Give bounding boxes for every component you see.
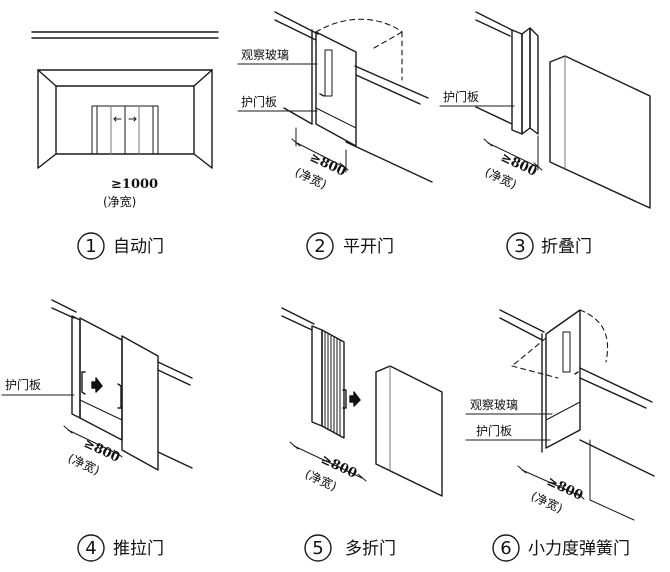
callout-kick-plate: 护门板 (5, 377, 41, 392)
sliding-door-drawing (1, 299, 193, 471)
callout-glass-window: 观察玻璃 (241, 48, 289, 62)
folding-door-drawing (439, 11, 651, 209)
caption-number-circle (77, 232, 105, 260)
multi-fold-door-drawing (281, 307, 443, 497)
caption-number: 2 (314, 236, 325, 257)
callout-kick-plate: 护门板 (241, 94, 277, 109)
caption-title: 平开门 (343, 237, 394, 257)
panel-automatic-door: ≥1000 (净宽) 1 自动门 (31, 31, 219, 260)
caption-number-circle (506, 232, 534, 260)
panel-swing-door: 观察玻璃 护门板 ≥800 (净宽) 2 平开门 (237, 11, 433, 260)
callout-kick-plate: 护门板 (476, 423, 512, 438)
panel-spring-door: 观察玻璃 护门板 ≥800 (净宽) 6 小力度弹簧门 (465, 309, 655, 562)
caption-number: 6 (500, 538, 511, 559)
caption-multi-fold-door: 5 多折门 (304, 534, 396, 562)
caption-sliding-door: 4 推拉门 (77, 534, 164, 562)
caption-number: 5 (312, 538, 323, 559)
callout-glass-window: 观察玻璃 (470, 398, 518, 412)
automatic-door-drawing (31, 31, 219, 169)
caption-number: 4 (85, 538, 96, 559)
caption-number: 3 (514, 236, 525, 257)
caption-title: 折叠门 (541, 237, 592, 257)
caption-swing-door: 2 平开门 (306, 232, 394, 260)
caption-number: 1 (85, 236, 96, 257)
panel-folding-door: 护门板 ≥800 (净宽) 3 折叠门 (439, 11, 651, 260)
spring-door-drawing (465, 309, 655, 521)
caption-title: 小力度弹簧门 (528, 539, 630, 559)
panel-sliding-door: 护门板 ≥800 (净宽) 4 推拉门 (1, 299, 193, 562)
panel-multi-fold-door: ≥800 (净宽) 5 多折门 (281, 307, 443, 562)
swing-door-drawing (237, 11, 433, 183)
callout-kick-plate: 护门板 (443, 89, 479, 104)
caption-title: 自动门 (113, 237, 164, 257)
caption-spring-door: 6 小力度弹簧门 (492, 534, 630, 562)
caption-automatic-door: 1 自动门 (77, 232, 164, 260)
caption-number-circle (492, 534, 520, 562)
caption-number-circle (77, 534, 105, 562)
caption-title: 多折门 (345, 539, 396, 559)
dimension-clear-width: (净宽) (103, 194, 136, 209)
dimension-min-width: ≥1000 (111, 177, 158, 192)
caption-folding-door: 3 折叠门 (506, 232, 592, 260)
caption-number-circle (304, 534, 332, 562)
caption-title: 推拉门 (113, 539, 164, 559)
caption-number-circle (306, 232, 334, 260)
